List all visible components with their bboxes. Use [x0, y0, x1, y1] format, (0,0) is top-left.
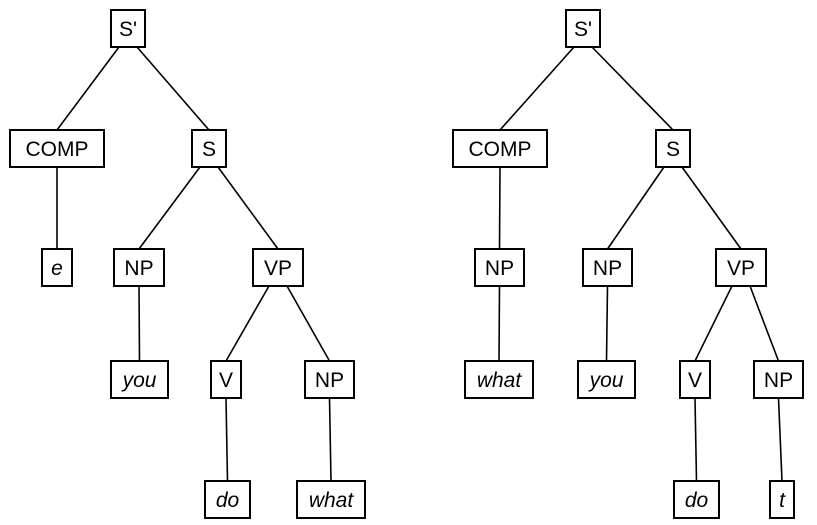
node-label-r-do: do	[685, 489, 709, 512]
tree-node-r-s[interactable]: S	[655, 129, 691, 168]
tree-branch-l-s-to-l-vp	[217, 166, 279, 250]
tree-branch-r-vp-to-r-np2	[749, 285, 780, 362]
node-box-r-np1	[582, 248, 633, 287]
tree-branch-r-comp-to-r-np0	[498, 166, 501, 250]
node-box-l-what	[296, 480, 366, 519]
tree-branch-l-sbar-to-l-comp	[56, 46, 120, 131]
tree-branch-l-np1-to-l-you	[138, 285, 141, 362]
node-box-l-np2	[304, 360, 355, 399]
tree-branch-r-np0-to-r-what	[498, 285, 501, 362]
tree-branch-r-v-to-r-do	[694, 397, 698, 482]
node-label-l-v: V	[219, 369, 233, 392]
node-box-r-s	[655, 129, 691, 168]
node-box-l-do	[204, 480, 251, 519]
tree-branch-r-s-to-r-np1	[606, 166, 665, 250]
tree-branch-l-v-to-l-do	[225, 397, 229, 482]
tree-node-l-what[interactable]: what	[296, 480, 366, 519]
tree-node-l-s[interactable]: S	[191, 129, 227, 168]
tree-node-r-comp[interactable]: COMP	[452, 129, 548, 168]
node-label-r-v: V	[688, 369, 702, 392]
tree-node-l-sbar[interactable]: S'	[110, 9, 146, 48]
node-label-l-comp: COMP	[26, 138, 89, 161]
node-label-l-you: you	[121, 369, 157, 392]
node-label-l-s: S	[202, 138, 216, 161]
node-box-r-v	[679, 360, 711, 399]
edges-layer	[56, 46, 783, 482]
node-label-l-vp: VP	[264, 257, 292, 280]
node-box-r-np0	[474, 248, 525, 287]
node-label-l-what: what	[309, 489, 355, 512]
node-label-r-np1: NP	[593, 257, 622, 280]
tree-branch-r-s-to-r-vp	[681, 166, 742, 250]
node-label-r-what: what	[477, 369, 523, 392]
tree-node-l-np1[interactable]: NP	[113, 248, 165, 287]
node-label-r-sbar: S'	[574, 18, 592, 41]
node-label-l-do: do	[216, 489, 240, 512]
tree-branch-r-sbar-to-r-comp	[499, 46, 575, 131]
tree-node-r-sbar[interactable]: S'	[565, 9, 601, 48]
node-box-l-you	[110, 360, 169, 399]
node-label-r-np0: NP	[485, 257, 514, 280]
node-box-r-what	[464, 360, 534, 399]
node-box-l-vp	[252, 248, 304, 287]
tree-node-r-v[interactable]: V	[679, 360, 711, 399]
node-box-l-e	[41, 248, 73, 287]
tree-branch-l-np2-to-l-what	[328, 397, 332, 482]
tree-branch-r-np2-to-r-t	[777, 397, 783, 482]
node-label-l-sbar: S'	[119, 18, 137, 41]
node-box-r-comp	[452, 129, 548, 168]
tree-node-r-t[interactable]: t	[769, 480, 795, 519]
tree-node-r-do[interactable]: do	[673, 480, 720, 519]
node-label-r-vp: VP	[727, 257, 755, 280]
node-box-l-sbar	[110, 9, 146, 48]
node-box-r-t	[769, 480, 795, 519]
tree-node-r-vp[interactable]: VP	[715, 248, 767, 287]
tree-node-l-v[interactable]: V	[210, 360, 242, 399]
tree-node-l-np2[interactable]: NP	[304, 360, 355, 399]
tree-node-l-do[interactable]: do	[204, 480, 251, 519]
node-box-r-sbar	[565, 9, 601, 48]
node-box-l-s	[191, 129, 227, 168]
tree-node-r-what[interactable]: what	[464, 360, 534, 399]
node-label-r-you: you	[588, 369, 624, 392]
tree-node-r-np1[interactable]: NP	[582, 248, 633, 287]
node-box-l-comp	[9, 129, 105, 168]
tree-branch-l-vp-to-l-v	[225, 285, 270, 362]
tree-branch-l-vp-to-l-np2	[286, 285, 331, 362]
tree-node-l-e[interactable]: e	[41, 248, 73, 287]
tree-node-r-you[interactable]: you	[577, 360, 636, 399]
tree-node-l-vp[interactable]: VP	[252, 248, 304, 287]
tree-branch-r-np1-to-r-you	[605, 285, 609, 362]
tree-branch-l-s-to-l-np1	[138, 166, 201, 250]
tree-branch-r-sbar-to-r-s	[591, 46, 674, 131]
tree-branch-l-sbar-to-l-s	[136, 46, 210, 131]
tree-node-l-comp[interactable]: COMP	[9, 129, 105, 168]
node-label-r-np2: NP	[764, 369, 793, 392]
node-label-l-np1: NP	[124, 257, 153, 280]
tree-node-r-np2[interactable]: NP	[753, 360, 804, 399]
node-box-r-do	[673, 480, 720, 519]
node-box-r-vp	[715, 248, 767, 287]
tree-node-l-you[interactable]: you	[110, 360, 169, 399]
tree-branch-r-vp-to-r-v	[694, 285, 733, 362]
node-box-l-np1	[113, 248, 165, 287]
node-box-r-you	[577, 360, 636, 399]
node-label-r-t: t	[779, 489, 786, 512]
node-label-r-comp: COMP	[469, 138, 532, 161]
node-label-r-s: S	[666, 138, 680, 161]
tree-node-r-np0[interactable]: NP	[474, 248, 525, 287]
node-label-l-np2: NP	[315, 369, 344, 392]
node-label-l-e: e	[51, 257, 63, 280]
node-box-r-np2	[753, 360, 804, 399]
node-box-l-v	[210, 360, 242, 399]
